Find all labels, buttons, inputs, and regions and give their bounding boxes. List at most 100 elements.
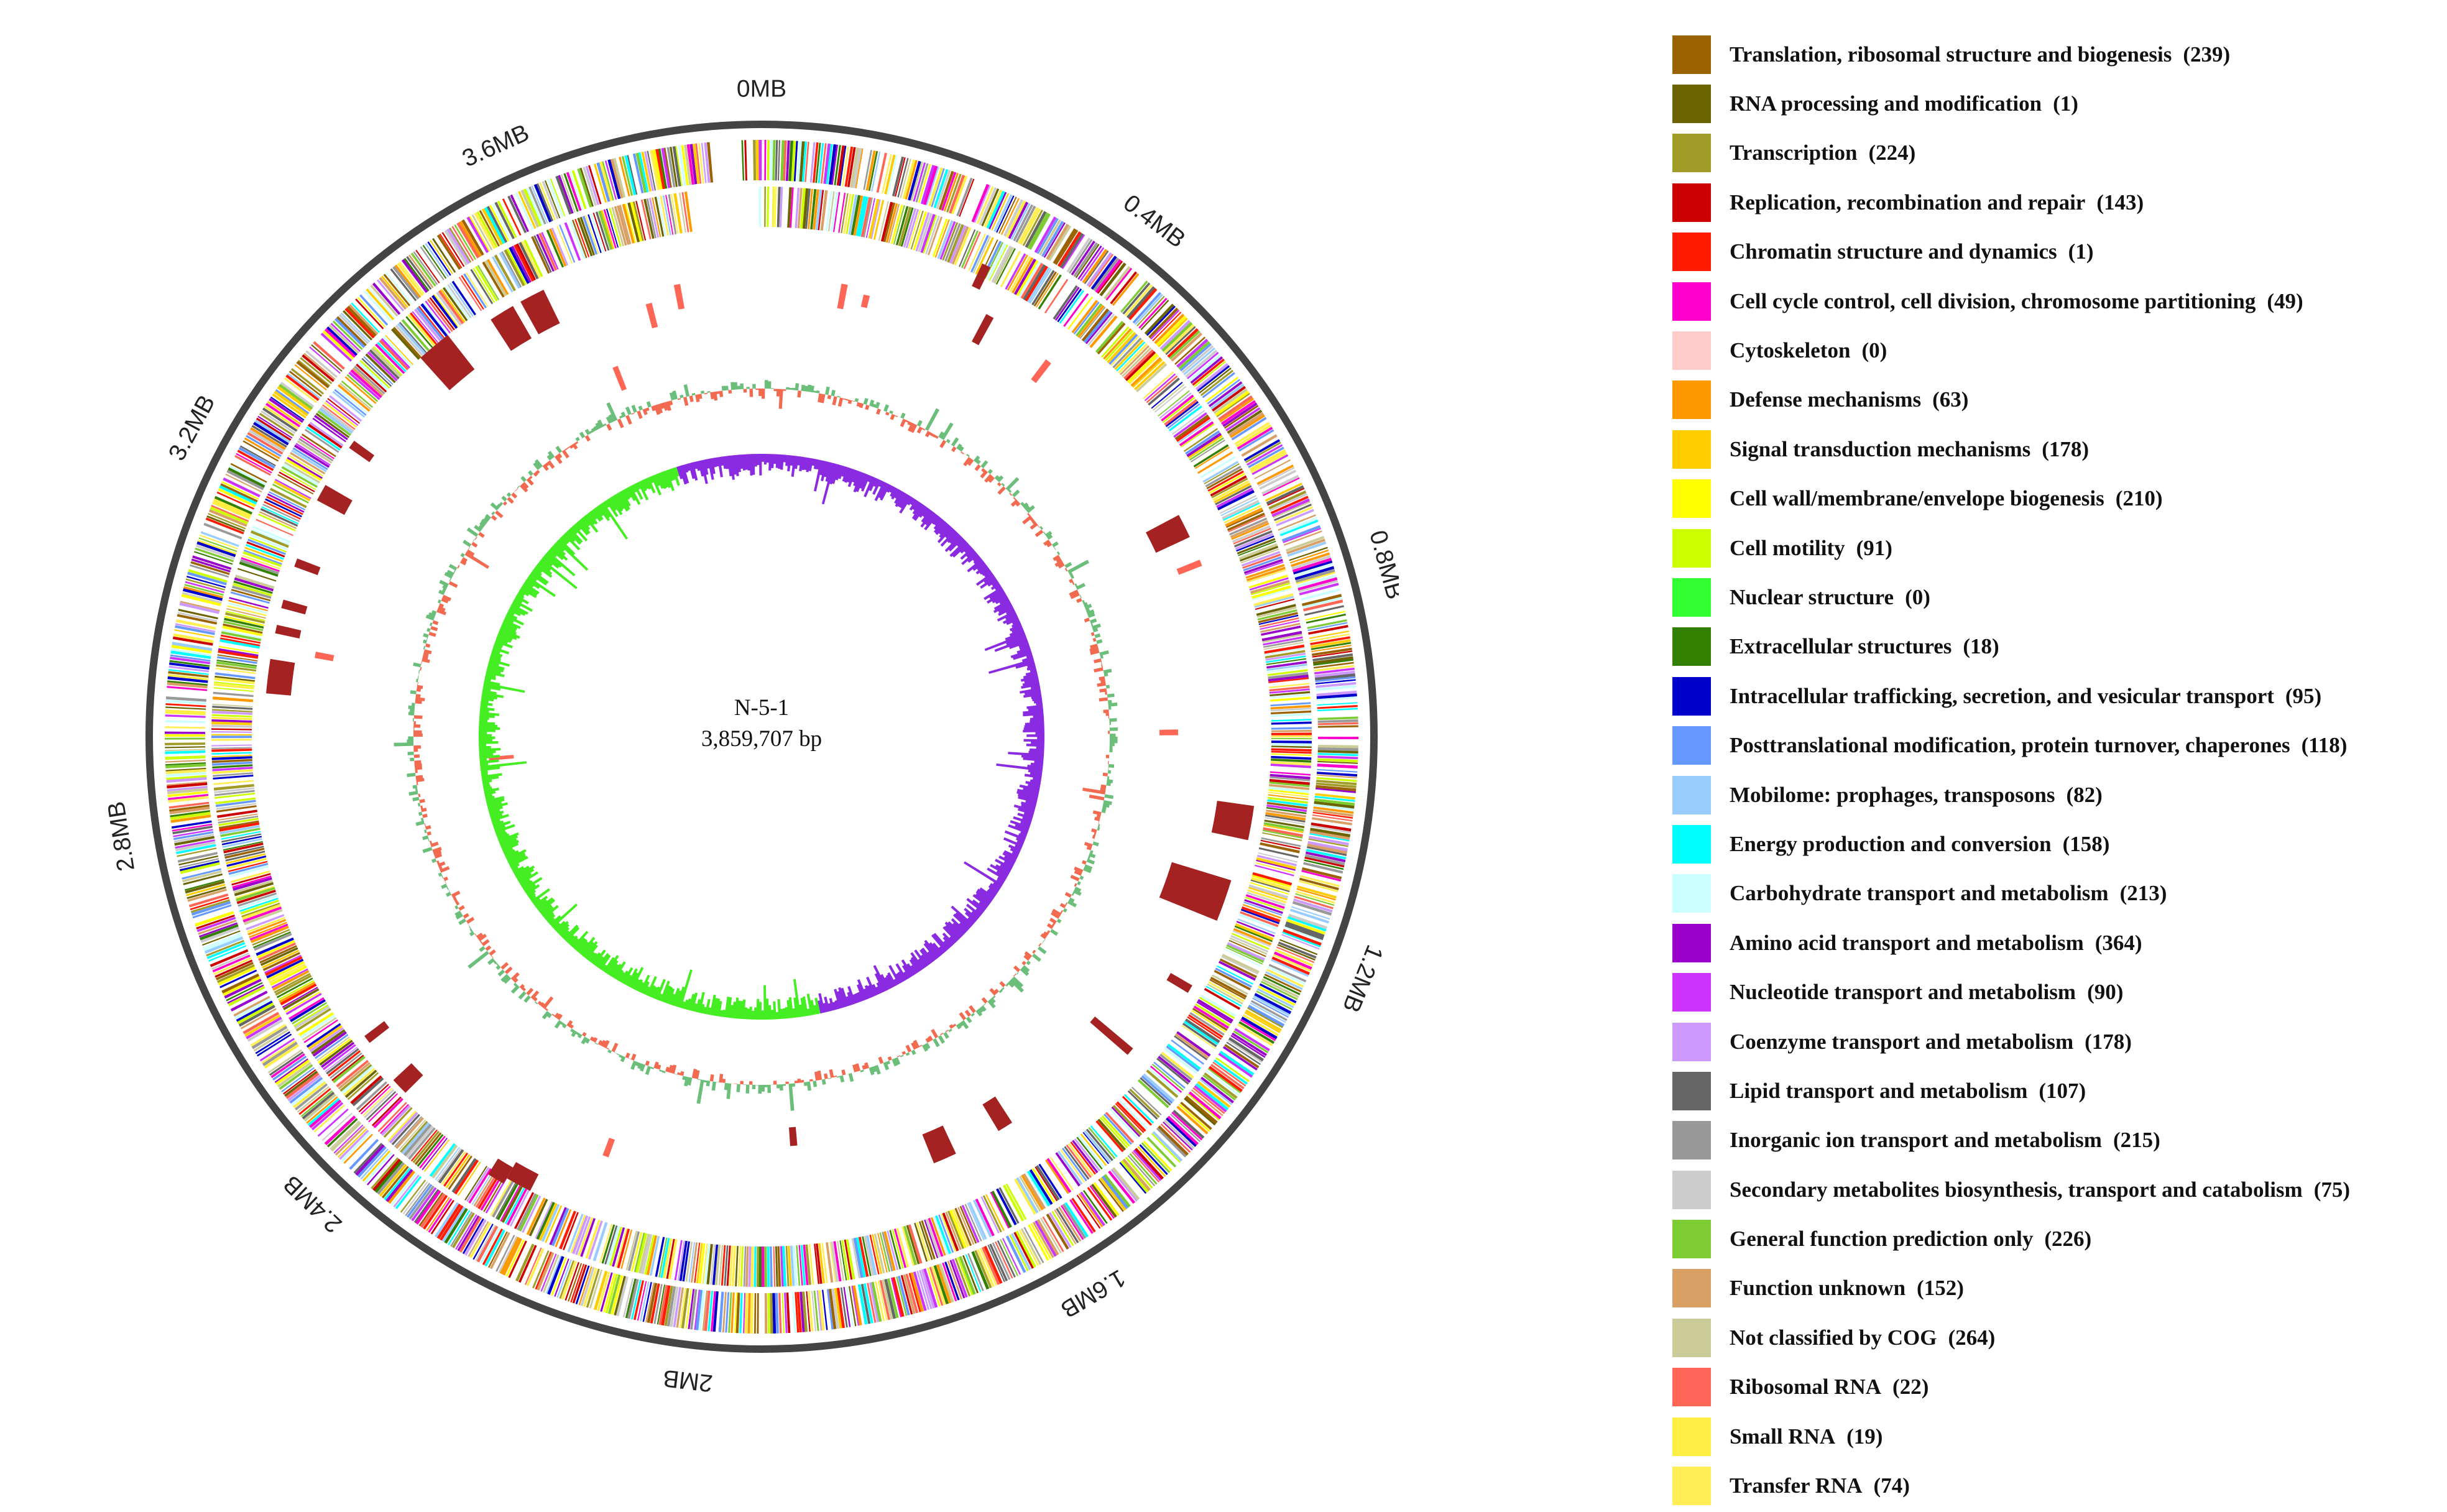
gene-stripe	[1184, 1097, 1216, 1126]
gene-stripe	[1266, 806, 1307, 814]
gene-stripe	[214, 681, 255, 687]
gene-stripe	[588, 1220, 603, 1260]
gc-skew-bar	[538, 898, 556, 913]
gene-stripe	[1023, 1227, 1044, 1263]
gene-stripe	[323, 1044, 356, 1071]
gene-stripe	[322, 404, 356, 430]
gene-stripe	[601, 1224, 615, 1264]
gene-stripe	[650, 1283, 660, 1324]
legend-count: (91)	[1856, 535, 1892, 560]
gc-bar	[511, 492, 518, 499]
gc-bar	[1102, 806, 1107, 811]
gene-stripe	[1206, 468, 1243, 490]
gene-stripe	[326, 1118, 358, 1148]
gc-bar	[761, 1084, 765, 1092]
gene-stripe	[1005, 1183, 1027, 1220]
gene-stripe	[1103, 328, 1132, 360]
gc-bar	[997, 482, 1002, 487]
gene-stripe	[475, 1225, 496, 1261]
gc-bar	[740, 383, 744, 390]
gene-stripe	[933, 168, 949, 208]
gc-skew-bar	[704, 998, 711, 1015]
gene-stripe	[890, 1278, 902, 1317]
gc-skew-bar	[499, 835, 518, 846]
gc-skew-bar	[1005, 612, 1017, 620]
gc-skew-bar	[507, 610, 515, 616]
gc-skew-bar	[561, 535, 570, 543]
gene-stripe	[634, 1232, 645, 1273]
gene-stripe	[295, 1083, 328, 1111]
gc-skew-bar	[1024, 773, 1042, 779]
gene-stripe	[357, 361, 389, 391]
gc-skew-bar	[570, 526, 578, 535]
gene-stripe	[167, 788, 208, 795]
gene-stripe	[1300, 588, 1340, 601]
gene-stripe	[173, 831, 214, 841]
gc-bar	[420, 805, 423, 809]
gene-stripe	[775, 1293, 779, 1334]
gc-skew-bar	[1015, 824, 1030, 832]
gene-stripe	[833, 1241, 842, 1282]
gc-bar	[967, 458, 974, 466]
gene-stripe	[416, 307, 444, 340]
legend-label: Transfer RNA	[1730, 1473, 1863, 1498]
gc-skew-bar	[496, 832, 508, 839]
gene-stripe	[1097, 322, 1126, 355]
gc-bar	[980, 1005, 987, 1012]
gene-stripe	[1241, 1016, 1278, 1040]
gene-stripe	[294, 364, 327, 390]
gene-stripe	[483, 1176, 505, 1212]
gene-stripe	[1056, 1207, 1079, 1243]
gene-stripe	[262, 504, 300, 522]
gene-stripe	[1259, 983, 1297, 1003]
gene-stripe	[399, 261, 425, 295]
gene-stripe	[349, 304, 379, 335]
gene-stripe	[538, 233, 558, 271]
gc-skew-bar	[855, 472, 866, 492]
gc-bar	[1031, 953, 1041, 962]
gc-bar	[441, 597, 449, 604]
gene-stripe	[183, 586, 223, 599]
gene-stripe	[1048, 225, 1072, 261]
gc-bar	[913, 1040, 920, 1049]
gene-stripe	[1098, 1179, 1124, 1212]
gc-skew-bar	[911, 504, 924, 520]
gene-stripe	[275, 389, 310, 414]
gene-stripe	[472, 267, 495, 303]
gc-skew-bar	[980, 576, 997, 589]
gene-stripe	[780, 1246, 784, 1287]
gene-stripe	[1174, 414, 1209, 441]
gene-stripe	[1317, 760, 1358, 764]
gc-skew-bar	[1010, 847, 1020, 855]
gc-skew-bar	[510, 863, 520, 870]
gene-stripe	[1066, 1145, 1092, 1178]
gene-stripe	[863, 150, 872, 190]
gene-stripe	[318, 1038, 352, 1064]
gene-stripe	[1062, 1204, 1087, 1239]
gc-skew-bar	[1024, 724, 1044, 728]
gene-stripe	[395, 1117, 424, 1150]
gene-stripe	[420, 246, 445, 280]
gc-bar	[1049, 918, 1057, 924]
gc-skew-bar	[520, 878, 531, 887]
gc-skew-bar	[535, 564, 553, 578]
gene-stripe	[298, 438, 334, 462]
gc-bar	[791, 387, 796, 390]
gene-stripe	[1263, 636, 1303, 646]
gene-stripe	[864, 1235, 875, 1276]
gene-stripe	[243, 550, 282, 565]
gene-stripe	[586, 1268, 600, 1308]
gene-stripe	[604, 160, 617, 200]
gene-stripe	[477, 1173, 500, 1210]
gc-skew-bar	[998, 604, 1013, 614]
gene-stripe	[888, 203, 900, 244]
gene-stripe	[764, 140, 767, 181]
gc-bar	[420, 666, 422, 671]
gene-stripe	[884, 1279, 896, 1319]
gene-stripe	[1208, 1066, 1243, 1092]
gc-skew-bar	[693, 461, 698, 469]
gene-stripe	[1240, 911, 1279, 928]
gc-skew-bar	[773, 1001, 776, 1020]
gc-bar	[825, 386, 830, 395]
gene-stripe	[306, 1096, 338, 1124]
